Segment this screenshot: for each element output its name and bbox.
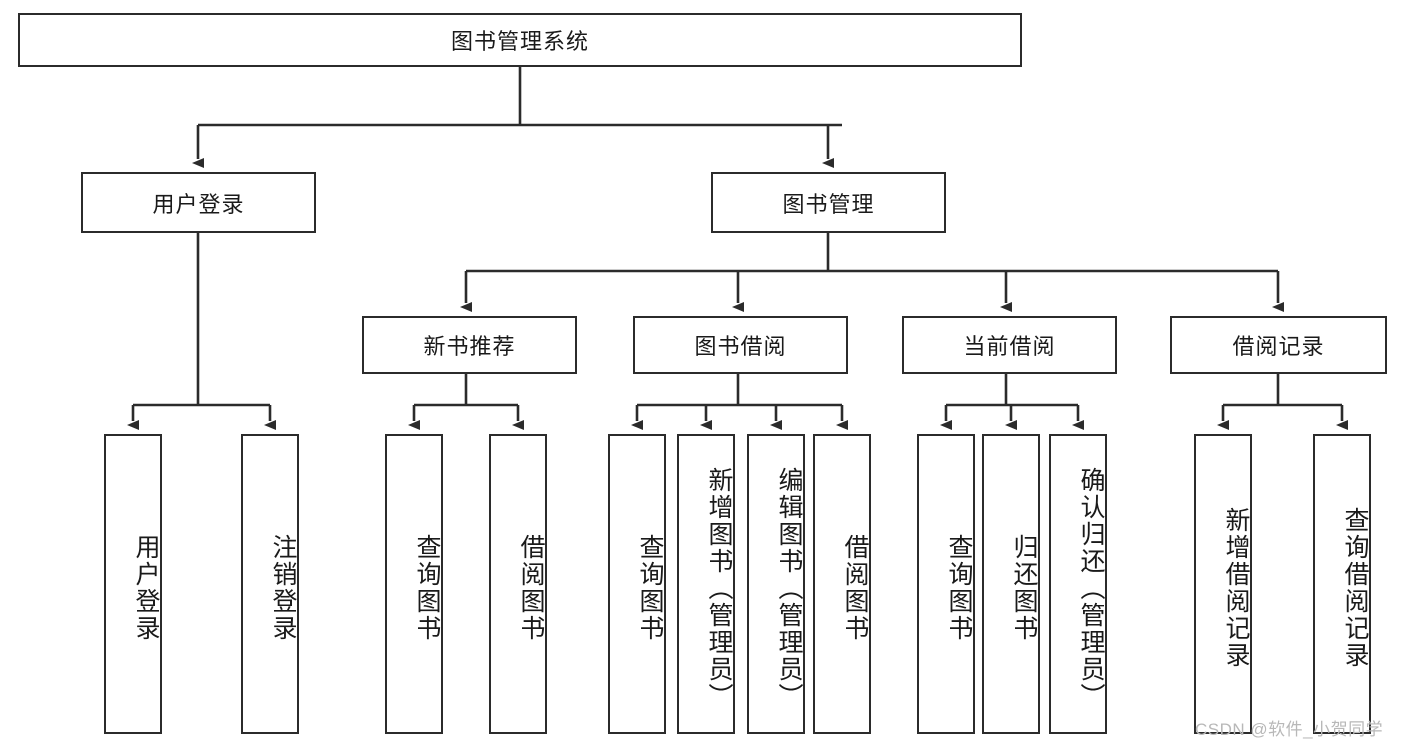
node-label: 用户登录 — [132, 534, 160, 642]
node-label: 查询图书 — [945, 534, 973, 642]
node-label: 查询借阅记录 — [1341, 507, 1369, 669]
leaf-new-book-query-book[interactable]: 查询图书 — [385, 434, 443, 734]
node-label: 用户登录 — [152, 191, 245, 217]
node-new-book-recommend[interactable]: 新书推荐 — [362, 316, 577, 374]
node-label: 注销登录 — [269, 534, 297, 642]
node-label: 查询图书 — [413, 534, 441, 642]
node-borrow-record[interactable]: 借阅记录 — [1170, 316, 1387, 374]
node-label: 借阅图书 — [841, 534, 869, 642]
node-label: 新增图书（管理员） — [705, 466, 733, 710]
leaf-book-borrow-edit-book-admin[interactable]: 编辑图书（管理员） — [747, 434, 805, 734]
node-label: 图书借阅 — [694, 334, 787, 359]
node-book-management[interactable]: 图书管理 — [711, 172, 946, 233]
node-root-book-management-system[interactable]: 图书管理系统 — [18, 13, 1022, 67]
csdn-watermark: CSDN @软件_小贺同学 — [1195, 715, 1383, 740]
node-label: 借阅记录 — [1232, 334, 1325, 359]
leaf-current-borrow-query-book[interactable]: 查询图书 — [917, 434, 975, 734]
leaf-user-login-logout[interactable]: 注销登录 — [241, 434, 299, 734]
leaf-book-borrow-borrow-book[interactable]: 借阅图书 — [813, 434, 871, 734]
node-label: 查询图书 — [636, 534, 664, 642]
node-label: 借阅图书 — [517, 534, 545, 642]
node-label: 新增借阅记录 — [1222, 507, 1250, 669]
node-label: 新书推荐 — [423, 334, 516, 359]
leaf-borrow-record-add-record[interactable]: 新增借阅记录 — [1194, 434, 1252, 734]
node-label: 图书管理系统 — [450, 29, 589, 54]
leaf-book-borrow-query-book[interactable]: 查询图书 — [608, 434, 666, 734]
node-label: 确认归还（管理员） — [1077, 466, 1105, 710]
node-label: 归还图书 — [1010, 534, 1038, 642]
node-current-borrow[interactable]: 当前借阅 — [902, 316, 1117, 374]
node-user-login[interactable]: 用户登录 — [81, 172, 316, 233]
node-book-borrow[interactable]: 图书借阅 — [633, 316, 848, 374]
leaf-borrow-record-query-record[interactable]: 查询借阅记录 — [1313, 434, 1371, 734]
leaf-current-borrow-return-book[interactable]: 归还图书 — [982, 434, 1040, 734]
leaf-user-login-login[interactable]: 用户登录 — [104, 434, 162, 734]
leaf-current-borrow-confirm-return-admin[interactable]: 确认归还（管理员） — [1049, 434, 1107, 734]
leaf-new-book-borrow-book[interactable]: 借阅图书 — [489, 434, 547, 734]
node-label: 当前借阅 — [963, 334, 1056, 359]
node-label: 编辑图书（管理员） — [775, 466, 803, 710]
node-label: 图书管理 — [782, 191, 875, 217]
leaf-book-borrow-add-book-admin[interactable]: 新增图书（管理员） — [677, 434, 735, 734]
watermark-text: CSDN @软件_小贺同学 — [1195, 720, 1384, 739]
